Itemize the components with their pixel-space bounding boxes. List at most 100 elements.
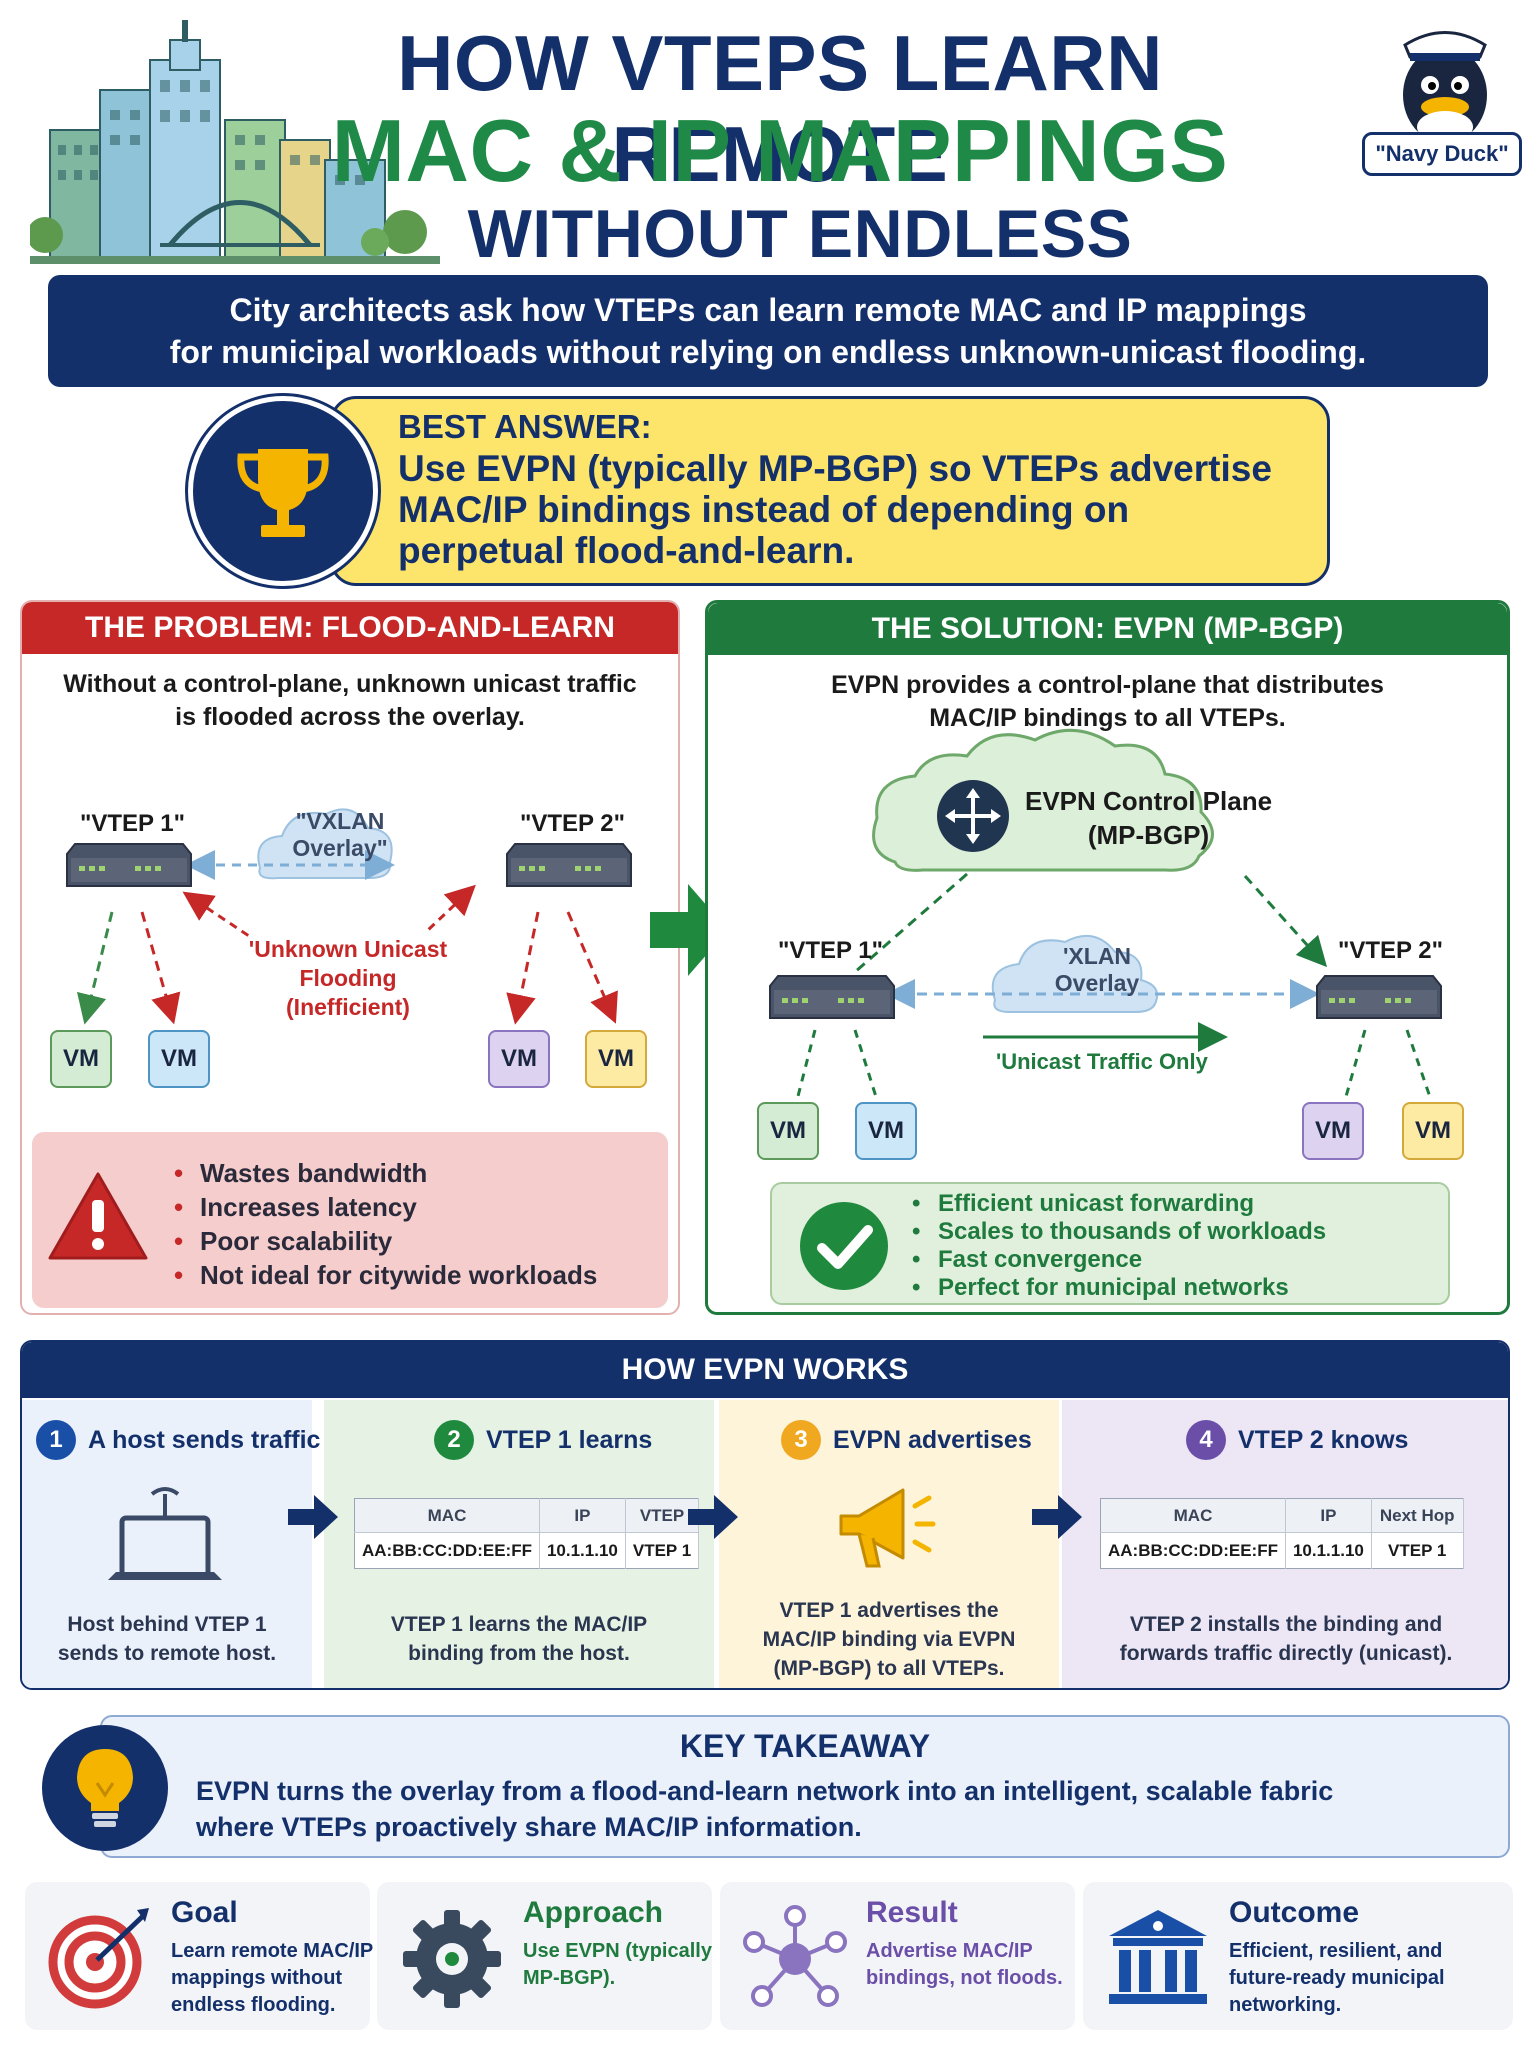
problem-consequences: Wastes bandwidth Increases latency Poor … (32, 1132, 668, 1308)
solution-heading: THE SOLUTION: EVPN (MP-BGP) (708, 603, 1507, 655)
mac-table-vtep1: MAC IP VTEP AA:BB:CC:DD:EE:FF 10.1.1.10 … (354, 1498, 700, 1569)
step-3: 3 EVPN advertises VTEP 1 advertises the … (719, 1400, 1059, 1688)
step-4-title: 4 VTEP 2 knows (1186, 1420, 1408, 1460)
problem-bullets: Wastes bandwidth Increases latency Poor … (174, 1156, 597, 1292)
step-1-desc-line-2: sends to remote host. (57, 1642, 277, 1665)
step-2: 2 VTEP 1 learns MAC IP VTEP AA:BB:CC:DD:… (324, 1400, 714, 1688)
step-4-desc: VTEP 2 installs the binding and forwards… (1062, 1610, 1508, 1668)
step-3-desc-line-2: MAC/IP binding via EVPN (762, 1628, 1016, 1651)
trophy-badge (188, 396, 378, 586)
vtep2-vm2-link (1405, 1029, 1433, 1101)
vtep2-switch-icon (506, 843, 632, 887)
intro-banner: City architects ask how VTEPs can learn … (48, 275, 1488, 387)
vtep2-vm1-link (1343, 1029, 1367, 1101)
solution-desc-line-2: MAC/IP bindings to all VTEPs. (929, 704, 1286, 732)
flood-arrow-right (426, 884, 476, 932)
table-cell: VTEP 1 (1371, 1532, 1464, 1569)
solution-cloud-line-2: Overlay (1054, 970, 1140, 996)
control-plane-line-1: EVPN Control Plane (1025, 786, 1273, 816)
step-4-desc-line-2: forwards traffic directly (unicast). (1119, 1642, 1453, 1665)
table-header: Next Hop (1371, 1498, 1464, 1533)
step-3-desc-line-1: VTEP 1 advertises the (779, 1599, 999, 1622)
lightbulb-badge (42, 1725, 168, 1851)
step-arrow-icon (688, 1495, 738, 1539)
solution-vtep2-switch-icon (1316, 975, 1442, 1019)
result-title: Result (866, 1896, 958, 1929)
step-2-desc-line-1: VTEP 1 learns the MAC/IP (390, 1613, 648, 1636)
solution-bullet: Efficient unicast forwarding (912, 1190, 1326, 1218)
control-link-vtep2 (1243, 874, 1328, 968)
solution-bullets: Efficient unicast forwarding Scales to t… (912, 1190, 1326, 1302)
unicast-only-label: 'Unicast Traffic Only (996, 1049, 1208, 1074)
trophy-icon (237, 449, 329, 537)
step-title-text: A host sends traffic (88, 1425, 321, 1454)
evpn-diagram (795, 728, 1433, 1101)
flood-line-3: (Inefficient) (286, 994, 410, 1020)
solution-vm-1: VM (757, 1102, 819, 1160)
step-1-title: 1 A host sends traffic (36, 1420, 320, 1460)
table-cell: AA:BB:CC:DD:EE:FF (1100, 1532, 1286, 1569)
flood-arrow-vm1 (76, 911, 114, 1025)
step-number: 1 (36, 1420, 76, 1460)
solution-vtep1-label: "VTEP 1" (778, 937, 884, 964)
step-2-desc-line-2: binding from the host. (408, 1642, 630, 1665)
key-takeaway-line-1: EVPN turns the overlay from a flood-and-… (196, 1776, 1334, 1806)
mascot-label: "Navy Duck" (1362, 132, 1522, 176)
intro-line-2: for municipal workloads without relying … (169, 334, 1367, 370)
network-nodes-icon (743, 1905, 847, 2007)
router-arrows-icon (951, 794, 995, 838)
lightbulb-icon (77, 1749, 133, 1827)
step-1-desc: Host behind VTEP 1 sends to remote host. (22, 1610, 312, 1668)
problem-desc-line-1: Without a control-plane, unknown unicast… (63, 670, 637, 698)
outcome-card: Outcome Efficient, resilient, and future… (1083, 1882, 1513, 2030)
megaphone-icon (839, 1488, 936, 1568)
problem-vm-4: VM (585, 1030, 647, 1088)
solution-vtep2-label: "VTEP 2" (1338, 937, 1444, 964)
problem-vm-2: VM (148, 1030, 210, 1088)
control-plane-line-2: (MP-BGP) (1087, 820, 1210, 850)
city-hall-icon (1109, 1910, 1207, 2004)
best-answer-box (330, 396, 1330, 586)
outcome-text: Efficient, resilient, and future-ready m… (1229, 1940, 1445, 2016)
step-3-desc: VTEP 1 advertises the MAC/IP binding via… (719, 1596, 1059, 1683)
control-link-vtep1 (854, 872, 968, 974)
city-skyline-illustration (30, 20, 440, 264)
approach-text: Use EVPN (typically MP-BGP). (523, 1940, 712, 1989)
key-takeaway-line-2: where VTEPs proactively share MAC/IP inf… (196, 1812, 862, 1842)
gear-icon (403, 1910, 501, 2008)
solution-benefits: Efficient unicast forwarding Scales to t… (770, 1182, 1450, 1305)
control-plane-label: EVPN Control Plane (MP-BGP) (1025, 784, 1272, 852)
step-number: 4 (1186, 1420, 1226, 1460)
solution-cloud-label: 'XLAN Overlay (1042, 943, 1152, 997)
table-cell: AA:BB:CC:DD:EE:FF (354, 1532, 540, 1569)
problem-cloud-line-1: "VXLAN (295, 808, 385, 834)
laptop-icon (108, 1487, 222, 1580)
problem-bullet: Increases latency (174, 1190, 597, 1224)
table-cell: VTEP 1 (625, 1532, 700, 1569)
problem-bullet: Wastes bandwidth (174, 1156, 597, 1190)
flood-label: 'Unknown Unicast Flooding (Inefficient) (238, 935, 458, 1022)
outcome-title: Outcome (1229, 1896, 1360, 1929)
step-3-desc-line-3: (MP-BGP) to all VTEPs. (773, 1657, 1005, 1680)
step-3-title: 3 EVPN advertises (781, 1420, 1032, 1460)
solution-bullet: Fast convergence (912, 1246, 1326, 1274)
problem-description: Without a control-plane, unknown unicast… (22, 668, 678, 734)
solution-vtep1-switch-icon (769, 975, 895, 1019)
step-number: 2 (434, 1420, 474, 1460)
problem-desc-line-2: is flooded across the overlay. (175, 703, 525, 731)
solution-description: EVPN provides a control-plane that distr… (708, 669, 1507, 735)
flood-arrow-vm4 (566, 911, 618, 1024)
vtep1-vm2-link (853, 1029, 879, 1101)
solution-bullet: Perfect for municipal networks (912, 1274, 1326, 1302)
table-cell: 10.1.1.10 (1285, 1532, 1372, 1569)
problem-bullet: Not ideal for citywide workloads (174, 1258, 597, 1292)
result-card: Result Advertise MAC/IP bindings, not fl… (720, 1882, 1075, 2030)
step-arrow-icon (1032, 1495, 1082, 1539)
table-header: IP (1285, 1498, 1372, 1533)
solution-cloud-line-1: 'XLAN (1062, 943, 1132, 969)
target-icon (48, 1908, 149, 2009)
mac-table-vtep2: MAC IP Next Hop AA:BB:CC:DD:EE:FF 10.1.1… (1100, 1498, 1464, 1569)
table-header: IP (539, 1498, 626, 1533)
step-arrow-icon (288, 1495, 338, 1539)
key-takeaway-box (100, 1715, 1510, 1858)
